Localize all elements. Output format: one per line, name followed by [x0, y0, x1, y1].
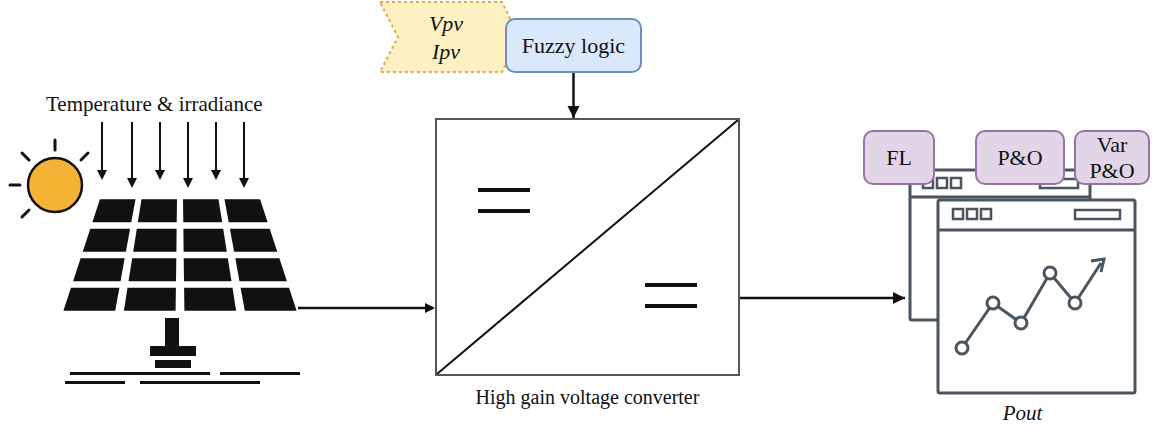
node-label: Ipv — [432, 39, 460, 64]
sun-icon — [10, 140, 88, 217]
panel-cell — [241, 288, 297, 311]
algorithm-box: P&O — [975, 130, 1065, 185]
output-monitor: Pout — [905, 155, 1140, 395]
monitor-windows — [905, 155, 1140, 395]
node-caption: High gain voltage converter — [476, 386, 700, 409]
input-signals: VpvIpv — [378, 0, 522, 75]
node-caption: Pout — [1003, 401, 1043, 425]
panel-cell — [230, 229, 277, 252]
panel-cell — [184, 258, 232, 281]
panel-cell — [184, 288, 236, 311]
algorithm-box: FL — [863, 130, 935, 185]
node-label: Var P&O — [1076, 132, 1148, 183]
panel-cell — [129, 258, 177, 281]
panel-cell — [92, 199, 135, 222]
dc-dc-symbol — [437, 120, 738, 374]
panel-cell — [138, 199, 177, 222]
connector-arrow — [740, 292, 905, 304]
algorithm-box: Var P&O — [1074, 130, 1150, 185]
node-label: Vpv — [429, 11, 463, 36]
panel-cell — [235, 258, 287, 281]
controller-box: Fuzzy logic — [505, 18, 642, 73]
solar-panel — [63, 199, 296, 311]
panel-cell — [83, 229, 130, 252]
panel-cell — [124, 288, 176, 311]
power-line — [298, 307, 433, 310]
node-label: FL — [886, 145, 912, 170]
panel-cell — [73, 258, 125, 281]
panel-stand — [65, 318, 300, 384]
panel-cell — [133, 229, 176, 252]
node-label: P&O — [997, 145, 1042, 170]
connector-arrow — [568, 73, 580, 118]
node-label: Fuzzy logic — [522, 33, 625, 58]
panel-cell — [183, 229, 226, 252]
panel-cell — [183, 199, 222, 222]
panel-cell — [63, 288, 119, 311]
panel-cell — [225, 199, 268, 222]
annotation-label: Temperature & irradiance — [46, 92, 263, 117]
converter-box: High gain voltage converter — [435, 118, 740, 376]
irradiance-arrows — [102, 122, 244, 186]
